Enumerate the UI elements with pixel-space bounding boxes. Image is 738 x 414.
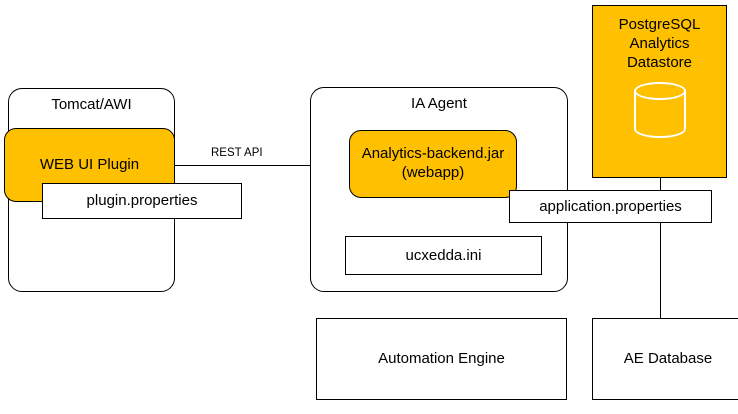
postgres-datastore-label: PostgreSQL Analytics Datastore (619, 16, 701, 72)
connector-application-properties-to-ae-database (660, 222, 662, 318)
postgres-line-2: Analytics (629, 34, 690, 52)
system-ae-database-label: AE Database (623, 350, 713, 368)
postgres-line-1: PostgreSQL (618, 16, 701, 33)
file-plugin-properties[interactable]: plugin.properties (42, 183, 242, 219)
edge-label-rest-api: REST API (208, 147, 266, 159)
system-automation-engine[interactable]: Automation Engine (316, 318, 567, 400)
component-web-ui-plugin-label: WEB UI Plugin (39, 156, 140, 174)
analytics-backend-line-2: (webapp) (401, 164, 465, 181)
postgres-line-3: Datastore (626, 53, 693, 71)
component-analytics-backend-jar[interactable]: Analytics-backend.jar (webapp) (349, 130, 517, 198)
file-plugin-properties-label: plugin.properties (86, 192, 198, 210)
system-automation-engine-label: Automation Engine (378, 350, 505, 368)
file-ucxedda-ini-label: ucxedda.ini (405, 246, 482, 264)
file-application-properties-label: application.properties (539, 197, 682, 215)
connector-rest-api (175, 165, 311, 167)
analytics-backend-line-1: Analytics-backend.jar (361, 145, 505, 163)
database-cylinder-icon (633, 82, 686, 139)
file-ucxedda-ini[interactable]: ucxedda.ini (345, 236, 542, 275)
connector-postgres-to-application-properties (660, 178, 662, 190)
component-analytics-backend-jar-label: Analytics-backend.jar (webapp) (362, 145, 505, 183)
container-ia-agent-label: IA Agent (411, 95, 467, 112)
container-tomcat-awi-label: Tomcat/AWI (51, 96, 132, 113)
file-application-properties[interactable]: application.properties (509, 190, 712, 223)
component-postgresql-analytics-datastore[interactable]: PostgreSQL Analytics Datastore (592, 5, 727, 178)
system-ae-database[interactable]: AE Database (592, 318, 738, 400)
